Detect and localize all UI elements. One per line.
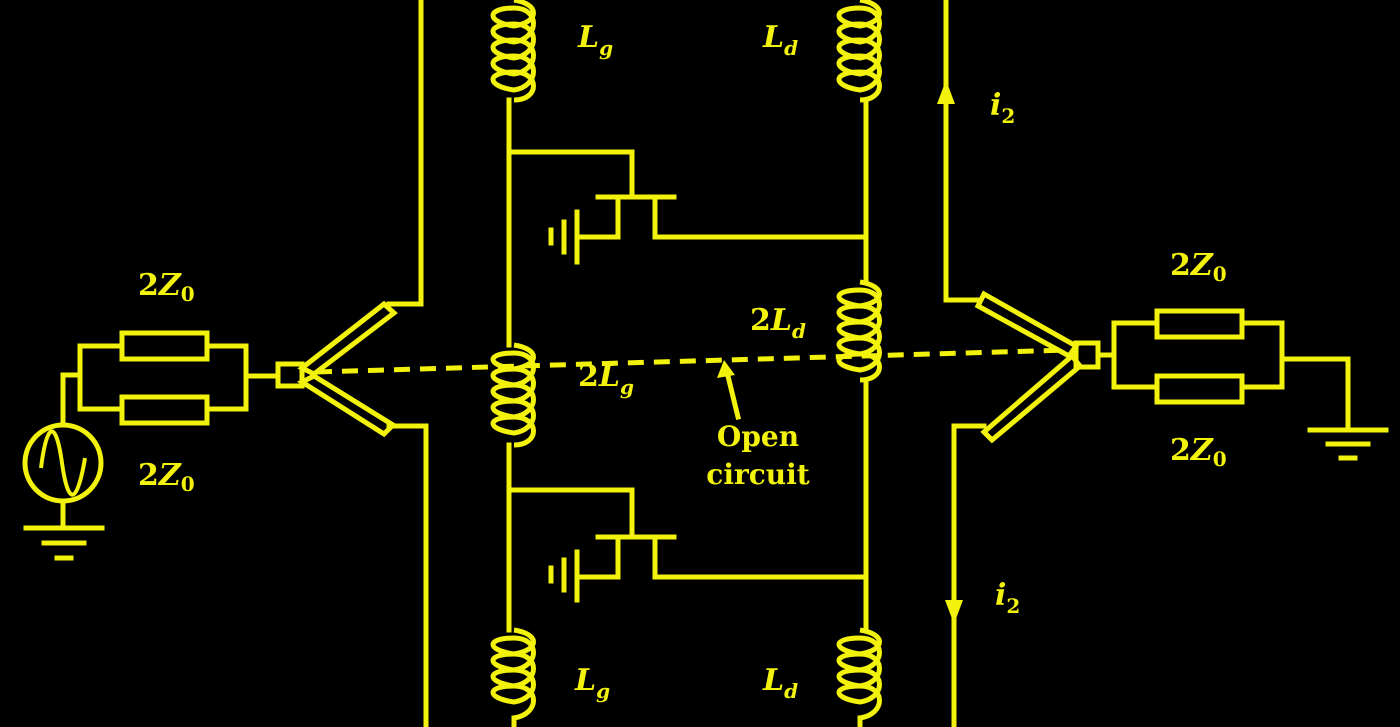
gate-inductor-bottom (490, 627, 536, 727)
source-ground-icon (23, 498, 105, 561)
transistor-icon (506, 149, 869, 240)
source-res-top-label: 2Z0 (138, 268, 195, 306)
source-wires (60, 343, 281, 428)
load-res-top-label: 2Z0 (1170, 248, 1227, 286)
source-res-bottom-label: 2Z0 (138, 458, 195, 496)
drain-inductor-bottom (836, 627, 882, 727)
open-circuit-label-line2: circuit (706, 458, 809, 491)
load-ground-icon (1307, 427, 1389, 461)
resistor-icon (1154, 373, 1245, 405)
ac-source-icon (22, 422, 104, 504)
load-res-bottom-label: 2Z0 (1170, 433, 1227, 471)
lg-bottom-label: Lg (574, 663, 610, 703)
input-splitter (275, 0, 429, 727)
open-circuit-label-line1: Open (717, 420, 799, 453)
resistor-icon (119, 394, 210, 426)
open-circuit-line (315, 347, 1069, 421)
lg-mid-label: 2Lg (578, 359, 634, 399)
resistor-icon (119, 330, 210, 362)
current-top-label: i2 (990, 88, 1015, 128)
ld-bottom-label: Ld (762, 663, 798, 703)
gate-inductor-top (490, 0, 536, 348)
ld-mid-label: 2Ld (750, 303, 806, 343)
gate-inductor-mid (490, 342, 536, 633)
current-bottom-label: i2 (995, 578, 1020, 618)
lg-top-label: Lg (577, 20, 613, 60)
drain-inductor-mid (836, 279, 882, 633)
resistor-icon (1154, 308, 1245, 340)
ground-icon (548, 549, 580, 603)
ground-icon (548, 209, 580, 265)
output-combiner (943, 0, 1117, 727)
arrow-icon-up (937, 80, 955, 104)
ld-top-label: Ld (762, 20, 798, 60)
load-wires (1111, 320, 1351, 433)
arrow-icon-down (945, 600, 963, 624)
transistor-icon (506, 487, 869, 580)
drain-inductor-top (836, 0, 882, 285)
